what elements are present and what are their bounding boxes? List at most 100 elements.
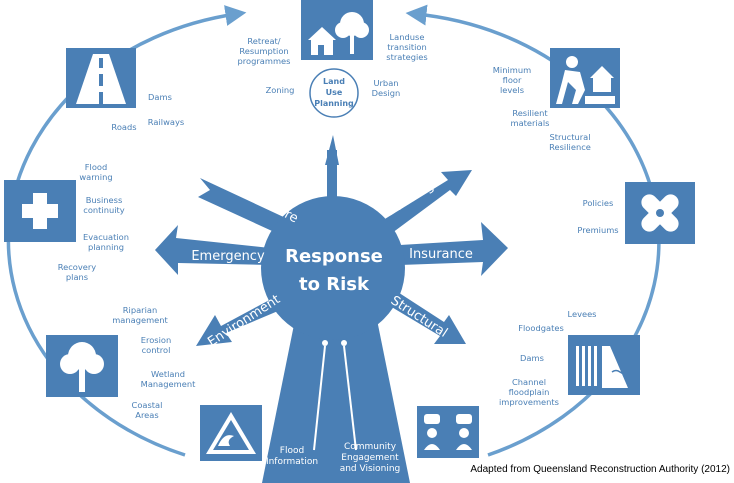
arrow-emergency (155, 225, 270, 275)
fan-dot-left (322, 340, 328, 346)
land-use-line1: Land (323, 77, 345, 86)
label-line: Resumption (239, 46, 288, 56)
label-line: Management (141, 379, 196, 389)
bandage-icon (625, 182, 695, 244)
arrow-label-insurance: Insurance (409, 247, 473, 262)
label-line: Flood (85, 162, 108, 172)
label-line: Business (86, 195, 123, 205)
label-line: Resilient (512, 108, 548, 118)
label-line: Retreat/ (247, 36, 280, 46)
label-line: Erosion (141, 335, 172, 345)
label-line: Resilience (549, 142, 591, 152)
hub-line1: Response (285, 246, 383, 267)
label-line: Railways (148, 117, 184, 127)
label-line: materials (511, 118, 550, 128)
label-line: Recovery (58, 262, 97, 272)
label-floodgates: Floodgates (518, 323, 564, 333)
house-tree-icon (301, 0, 373, 60)
tree-icon (46, 335, 118, 397)
fan-line-right (343, 345, 357, 451)
label-line: improvements (499, 397, 559, 407)
label-dams-right: Dams (520, 353, 544, 363)
community-chat-icon (417, 406, 479, 458)
label-policies: Policies (583, 198, 614, 208)
land-use-line2: Use (326, 88, 343, 97)
land-use-line3: Planning (314, 99, 354, 108)
arrow-building (380, 170, 472, 236)
label-line: Channel (512, 377, 546, 387)
wave-warning-icon (200, 405, 262, 461)
label-levees: Levees (567, 309, 596, 319)
dam-icon (568, 335, 640, 395)
label-line: Flood (280, 446, 304, 456)
land-use-circle (309, 68, 359, 118)
label-line: Zoning (266, 85, 295, 95)
medical-cross-icon (4, 180, 76, 242)
label-line: Engagement (341, 453, 399, 463)
fan-line-left (313, 345, 326, 451)
label-line: Urban (373, 78, 398, 88)
label-line: continuity (83, 205, 125, 215)
label-dams-top: Dams (148, 92, 172, 102)
source-credit: Adapted from Queensland Reconstruction A… (470, 464, 730, 475)
label-line: Coastal (132, 400, 163, 410)
label-line: floor (503, 75, 522, 85)
label-line: Community (344, 442, 397, 452)
arrow-infrastructure (198, 178, 290, 236)
label-line: Minimum (493, 65, 531, 75)
label-zoning: Zoning (266, 85, 295, 95)
arrow-label-structural: Structural (388, 293, 450, 341)
hub-line2: to Risk (299, 274, 370, 295)
label-premiums: Premiums (577, 225, 618, 235)
label-line: Design (372, 88, 401, 98)
label-line: strategies (386, 52, 427, 62)
label-line: control (142, 345, 171, 355)
arrow-structural (380, 287, 466, 344)
hub-circle (261, 196, 405, 340)
label-line: Areas (135, 410, 158, 420)
label-line: Roads (111, 122, 136, 132)
arrow-label-emergency: Emergency (191, 249, 265, 264)
bottom-fan (262, 295, 410, 483)
label-railways: Railways (148, 117, 184, 127)
builder-house-icon (550, 48, 620, 108)
label-line: programmes (238, 56, 291, 66)
label-line: Dams (148, 92, 172, 102)
road-icon (66, 48, 136, 108)
label-line: Structural (549, 132, 590, 142)
label-line: management (112, 315, 168, 325)
label-roads: Roads (111, 122, 136, 132)
label-line: Dams (520, 353, 544, 363)
label-line: floodplain (509, 387, 550, 397)
label-line: plans (66, 272, 88, 282)
label-line: planning (88, 242, 124, 252)
label-line: Evacuation (83, 232, 129, 242)
fan-dot-right (341, 340, 347, 346)
arrow-up-shaft (327, 150, 337, 200)
label-line: transition (387, 42, 427, 52)
label-line: warning (79, 172, 112, 182)
label-line: Levees (567, 309, 596, 319)
label-line: Riparian (123, 305, 157, 315)
label-line: Floodgates (518, 323, 564, 333)
label-line: Wetland (151, 369, 185, 379)
label-line: levels (500, 85, 524, 95)
arrow-insurance (400, 222, 508, 276)
